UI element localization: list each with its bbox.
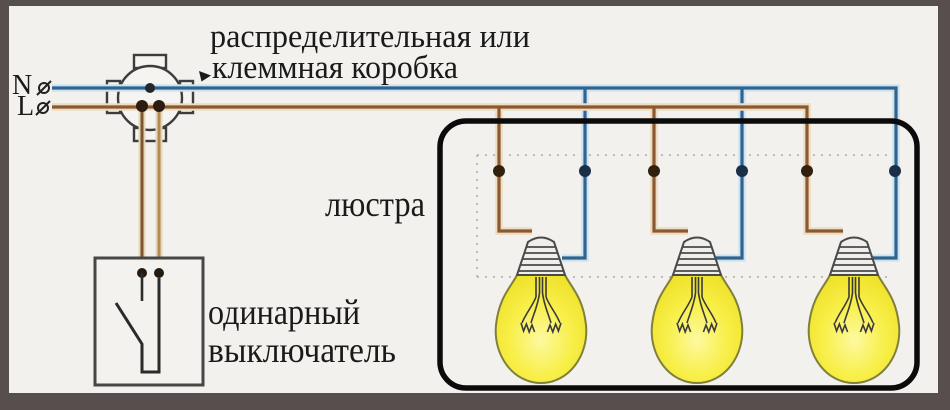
terminal-dot-line-bulb1 xyxy=(493,165,505,177)
line-wire-branch-bulb2 xyxy=(652,107,688,233)
switch-label-line2: выключатель xyxy=(208,330,396,370)
neutral-terminal-slash xyxy=(36,80,52,96)
line-terminal-symbol xyxy=(37,102,49,114)
junction-dot-line-right xyxy=(153,100,165,112)
junction-box-label-line1: распределительная или xyxy=(210,19,530,55)
junction-dot-neutral xyxy=(145,83,155,93)
labels: распределительная или клеммная коробка л… xyxy=(12,19,530,370)
terminal-dot-neutral-bulb3 xyxy=(889,165,901,177)
chandelier-enclosure xyxy=(437,118,920,391)
junction-box-label-line2: клеммная коробка xyxy=(212,50,458,86)
switch-terminal-right xyxy=(154,268,164,278)
neutral-wire-branch-bulb2 xyxy=(716,88,744,260)
switch-lever xyxy=(114,278,161,374)
terminal-dot-line-bulb2 xyxy=(648,165,660,177)
terminal-dot-neutral-bulb2 xyxy=(736,165,748,177)
neutral-terminal-label: N xyxy=(12,70,32,101)
single-switch xyxy=(93,256,205,387)
terminal-dots xyxy=(136,83,901,177)
line-terminal-label: L xyxy=(17,91,34,122)
neutral-wire-branch-bulb1 xyxy=(562,88,587,260)
line-terminal-slash xyxy=(35,100,51,116)
terminal-dot-line-bulb3 xyxy=(801,165,813,177)
label-arrow-icon xyxy=(199,71,211,82)
switch-label-line1: одинарный xyxy=(208,292,360,332)
switch-box xyxy=(93,256,205,387)
neutral-terminal-symbol xyxy=(38,82,50,94)
dotted-guides xyxy=(476,154,893,278)
chandelier-label: люстра xyxy=(325,184,425,224)
junction-box-body xyxy=(116,64,184,132)
line-wire-branch-bulb1 xyxy=(497,107,532,233)
junction-dot-line-left xyxy=(136,100,148,112)
supply-terminal-symbols xyxy=(35,80,52,116)
terminal-dot-neutral-bulb1 xyxy=(579,165,591,177)
